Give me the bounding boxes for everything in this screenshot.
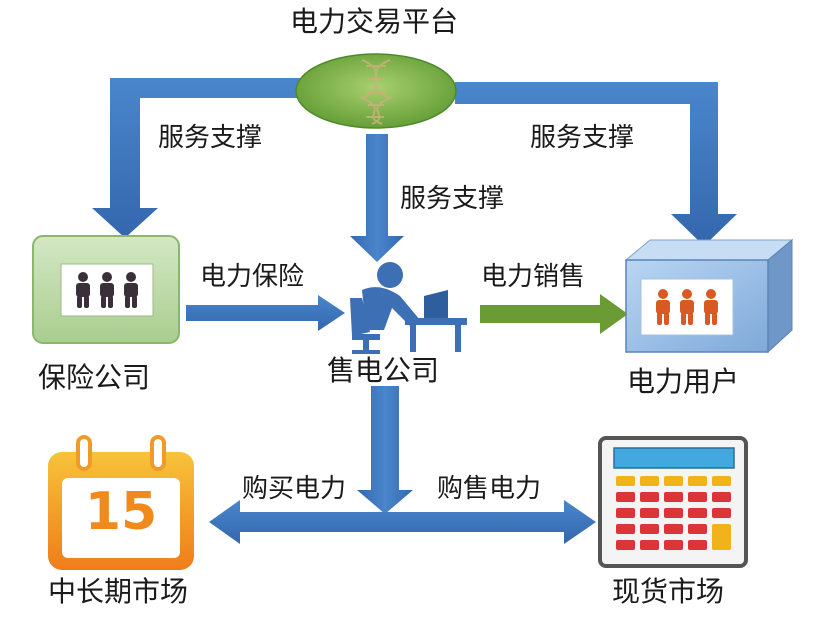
calculator-key (616, 492, 635, 502)
retailer-label: 售电公司 (327, 354, 440, 387)
calculator-key (688, 508, 707, 518)
insurance-flow-arrow (186, 295, 345, 331)
calculator-key (616, 524, 635, 534)
calculator-key (688, 492, 707, 502)
calculator-key (712, 476, 731, 486)
left-support-arrow (92, 78, 303, 238)
trading-platform-node (295, 53, 457, 129)
calculator-icon (598, 436, 748, 568)
right-support-label: 服务支撑 (530, 123, 635, 153)
insurance-company-label: 保险公司 (38, 361, 151, 394)
calculator-key (664, 492, 683, 502)
platform-label: 电力交易平台 (290, 5, 459, 38)
calculator-key (664, 508, 683, 518)
worker-at-desk-icon (350, 262, 467, 354)
dna-ellipse-icon (359, 59, 393, 125)
calculator-key (664, 524, 683, 534)
calculator-key (640, 540, 659, 550)
calculator-key (688, 524, 707, 534)
center-support-label: 服务支撑 (400, 184, 505, 214)
calendar-icon (48, 435, 194, 570)
center-support-arrow (350, 134, 404, 262)
calculator-key (688, 476, 707, 486)
spot-market-label: 现货市场 (612, 575, 725, 608)
retailer-down-arrow (357, 386, 413, 514)
market-double-arrow (209, 500, 596, 544)
power-users-node (624, 238, 794, 354)
calendar-day-number: 15 (84, 482, 158, 542)
power-users-label: 电力用户 (627, 365, 740, 398)
calculator-key (712, 492, 731, 502)
insurance-flow-label: 电力保险 (200, 262, 305, 292)
calculator-key (712, 508, 731, 518)
calculator-key (640, 524, 659, 534)
calculator-key (664, 540, 683, 550)
buy-flow-label: 购买电力 (242, 474, 347, 504)
calculator-key (640, 476, 659, 486)
calculator-key (616, 540, 635, 550)
calculator-key (640, 508, 659, 518)
sales-flow-arrow (480, 294, 628, 334)
calculator-key (688, 540, 707, 550)
calculator-key-large (712, 524, 731, 550)
long-term-market-label: 中长期市场 (48, 575, 189, 608)
left-support-label: 服务支撑 (158, 123, 263, 153)
insurance-company-node (32, 235, 180, 344)
sales-flow-label: 电力销售 (481, 262, 586, 292)
calculator-key (616, 508, 635, 518)
right-support-arrow (455, 82, 737, 246)
sell-flow-label: 购售电力 (437, 474, 542, 504)
calculator-key (616, 476, 635, 486)
calculator-keypad (616, 476, 731, 550)
calculator-key (640, 492, 659, 502)
calculator-key (664, 476, 683, 486)
